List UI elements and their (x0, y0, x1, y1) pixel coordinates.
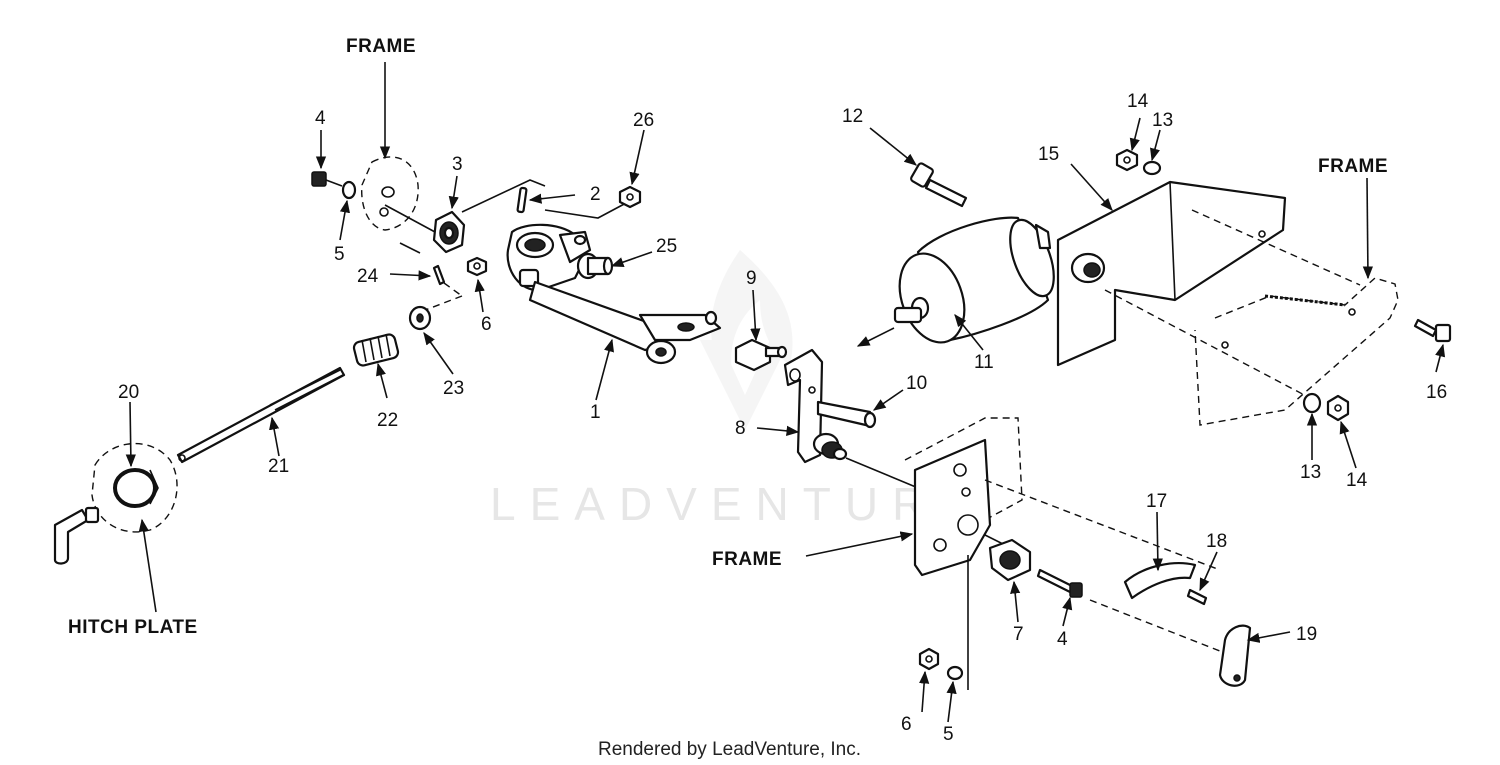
bolt-16 (1413, 318, 1452, 343)
axis-line-right (1104, 289, 1311, 399)
callout-10: 10 (906, 373, 927, 394)
callout-12: 12 (842, 106, 863, 127)
flange-7 (988, 538, 1032, 582)
cover-17 (1123, 562, 1197, 600)
bushing-8 (812, 432, 848, 461)
assembly-bracket-top (461, 179, 546, 213)
callout-13-bottom: 13 (1300, 462, 1321, 483)
hitch-pin (53, 506, 100, 565)
callout-8: 8 (735, 418, 746, 439)
nut-26 (618, 185, 642, 209)
assembly-bracket-mid (399, 201, 629, 254)
axis-line-bottom (984, 479, 1221, 571)
watermark-text: LEADVENTURE (490, 478, 984, 530)
callout-6-top: 6 (481, 314, 492, 335)
callout-7: 7 (1013, 624, 1024, 645)
hitch-plate-outline (91, 442, 178, 533)
callout-5-top: 5 (334, 244, 345, 265)
nut-14-top (1115, 148, 1139, 172)
callout-22: 22 (377, 410, 398, 431)
motor-11 (893, 216, 1055, 344)
callout-13-top: 13 (1152, 110, 1173, 131)
callout-23: 23 (443, 378, 464, 399)
callout-26: 26 (633, 110, 654, 131)
pin-10 (816, 400, 877, 429)
leader-lines (125, 62, 1446, 723)
credit-text: Rendered by LeadVenture, Inc. (598, 739, 861, 760)
spring-clip-20 (113, 468, 159, 508)
cotter-pin-24 (432, 264, 446, 286)
callout-25: 25 (656, 236, 677, 257)
flange-bearing-3 (432, 210, 466, 254)
bracket-8 (783, 348, 824, 464)
callout-17: 17 (1146, 491, 1167, 512)
direction-arrow (856, 327, 895, 347)
frame-top-outline (361, 156, 419, 231)
callout-2: 2 (590, 184, 601, 205)
pin-2 (516, 186, 528, 214)
callout-18: 18 (1206, 531, 1227, 552)
axis-line-24 (419, 282, 463, 313)
callout-14-top: 14 (1127, 91, 1149, 112)
label-frame-right: FRAME (1318, 156, 1388, 177)
callout-4-top: 4 (315, 108, 326, 129)
rod-21 (176, 366, 346, 464)
callout-5-bottom: 5 (943, 724, 954, 745)
callout-15: 15 (1038, 144, 1059, 165)
frame-bottom-outline (904, 417, 1023, 577)
axis-line-bottom-2 (1089, 599, 1231, 656)
nut-14-bottom (1326, 394, 1350, 422)
pin-18 (1186, 588, 1208, 606)
callout-1: 1 (590, 402, 601, 423)
axis-line-right-top (1191, 209, 1361, 286)
clevis-pin-25 (576, 252, 614, 280)
callout-20: 20 (118, 382, 139, 403)
washer-23 (408, 305, 432, 331)
frame-right-outline (1194, 277, 1399, 426)
nut-6-bottom (918, 647, 940, 671)
spring-22 (352, 333, 400, 367)
bolt-4-top (311, 171, 343, 187)
label-frame-top: FRAME (346, 36, 416, 57)
axis-line-shaft (384, 204, 436, 233)
bolt-12 (910, 162, 968, 208)
callout-6-bottom: 6 (901, 714, 912, 735)
callout-14-bottom: 14 (1346, 470, 1368, 491)
bracket-15 (1056, 180, 1287, 367)
nut-6-top (466, 256, 488, 277)
shaft-assembly-1 (506, 223, 722, 365)
callout-19: 19 (1296, 624, 1317, 645)
callout-9: 9 (746, 268, 757, 289)
callout-24: 24 (357, 266, 379, 287)
washer-5-bottom (946, 665, 964, 681)
callout-11: 11 (974, 352, 994, 373)
washer-5-top (341, 180, 357, 200)
callout-16: 16 (1426, 382, 1447, 403)
lever-19 (1218, 624, 1252, 687)
callout-21: 21 (268, 456, 289, 477)
terminal-9 (734, 338, 788, 372)
callout-4-bottom: 4 (1057, 629, 1068, 650)
bolt-4-bottom (1036, 568, 1083, 598)
label-hitch-plate: HITCH PLATE (68, 617, 198, 638)
washer-13-top (1142, 160, 1162, 176)
callout-3: 3 (452, 154, 463, 175)
label-frame-bottom: FRAME (712, 549, 782, 570)
washer-13-bottom (1302, 392, 1322, 414)
